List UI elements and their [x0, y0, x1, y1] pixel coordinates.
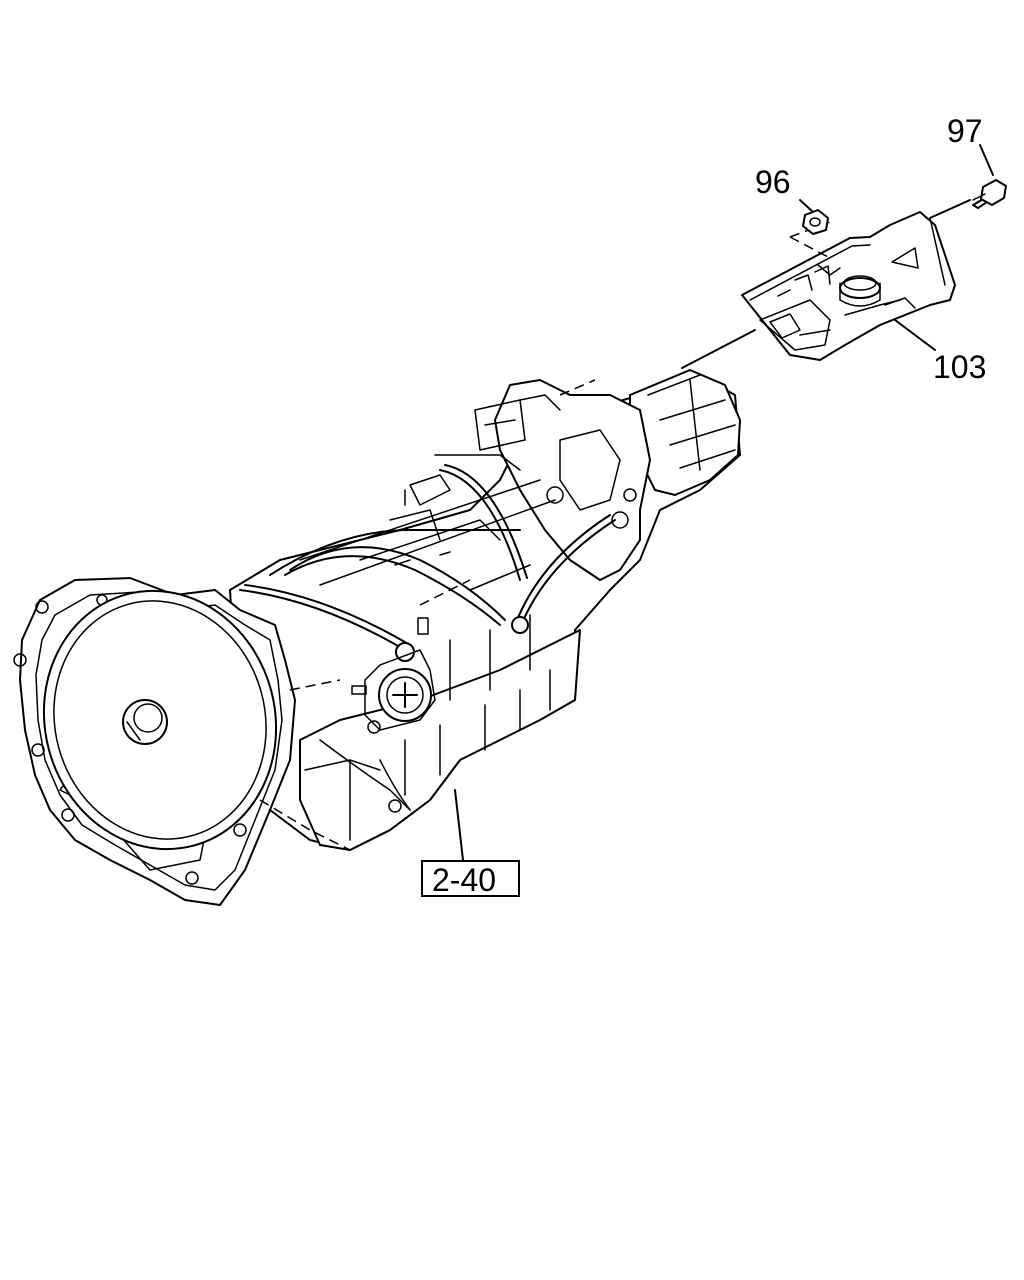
callout-103: 103 — [933, 349, 986, 385]
rear-housing — [404, 379, 651, 581]
transmission-assembly — [13, 369, 741, 906]
main-case — [239, 464, 616, 662]
callout-97: 97 — [947, 113, 983, 149]
phantom-line — [419, 579, 471, 606]
callout-2-40: 2-40 — [432, 862, 496, 898]
nut — [802, 209, 829, 235]
phantom-line — [289, 679, 341, 691]
oil-pan — [299, 614, 581, 851]
mounting-bracket — [741, 211, 956, 361]
phantom-line — [259, 799, 351, 851]
reference-box: 2-40 — [421, 860, 520, 898]
bolt — [972, 179, 1007, 209]
phantom-line — [559, 379, 596, 396]
electrical-connector — [351, 617, 436, 734]
callout-96: 96 — [755, 164, 791, 200]
torque-converter — [42, 589, 278, 851]
leader-lines — [454, 144, 994, 861]
